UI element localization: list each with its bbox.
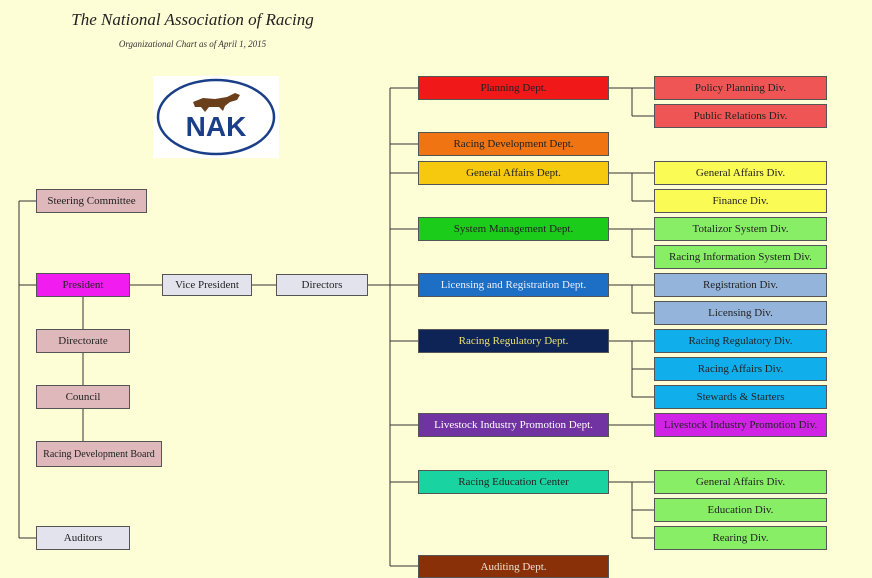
directorate-box: Directorate bbox=[36, 329, 130, 353]
racing-affairs-div-box: Racing Affairs Div. bbox=[654, 357, 827, 381]
stewards-starters-box: Stewards & Starters bbox=[654, 385, 827, 409]
education-general-affairs-div-box: General Affairs Div. bbox=[654, 470, 827, 494]
racing-development-board-box: Racing Development Board bbox=[36, 441, 162, 467]
general-affairs-dept-box: General Affairs Dept. bbox=[418, 161, 609, 185]
racing-regulatory-div-box: Racing Regulatory Div. bbox=[654, 329, 827, 353]
steering-committee-box: Steering Committee bbox=[36, 189, 147, 213]
vice-president-box: Vice President bbox=[162, 274, 252, 296]
auditing-dept-box: Auditing Dept. bbox=[418, 555, 609, 578]
rearing-div-box: Rearing Div. bbox=[654, 526, 827, 550]
president-box: President bbox=[36, 273, 130, 297]
planning-dept-box: Planning Dept. bbox=[418, 76, 609, 100]
council-box: Council bbox=[36, 385, 130, 409]
registration-div-box: Registration Div. bbox=[654, 273, 827, 297]
totalizor-system-div-box: Totalizor System Div. bbox=[654, 217, 827, 241]
nar-logo: NAK bbox=[153, 76, 279, 158]
logo-text: NAK bbox=[186, 111, 247, 142]
general-affairs-div-box: General Affairs Div. bbox=[654, 161, 827, 185]
auditors-box: Auditors bbox=[36, 526, 130, 550]
education-div-box: Education Div. bbox=[654, 498, 827, 522]
licensing-registration-dept-box: Licensing and Registration Dept. bbox=[418, 273, 609, 297]
system-management-dept-box: System Management Dept. bbox=[418, 217, 609, 241]
finance-div-box: Finance Div. bbox=[654, 189, 827, 213]
racing-education-center-box: Racing Education Center bbox=[418, 470, 609, 494]
public-relations-div-box: Public Relations Div. bbox=[654, 104, 827, 128]
licensing-div-box: Licensing Div. bbox=[654, 301, 827, 325]
directors-box: Directors bbox=[276, 274, 368, 296]
racing-regulatory-dept-box: Racing Regulatory Dept. bbox=[418, 329, 609, 353]
nar-logo-graphic: NAK bbox=[156, 78, 276, 156]
livestock-promotion-div-box: Livestock Industry Promotion Div. bbox=[654, 413, 827, 437]
racing-development-dept-box: Racing Development Dept. bbox=[418, 132, 609, 156]
chart-title: The National Association of Racing bbox=[71, 10, 314, 29]
racing-information-system-div-box: Racing Information System Div. bbox=[654, 245, 827, 269]
chart-subtitle: Organizational Chart as of April 1, 2015 bbox=[118, 39, 267, 49]
livestock-promotion-dept-box: Livestock Industry Promotion Dept. bbox=[418, 413, 609, 437]
policy-planning-div-box: Policy Planning Div. bbox=[654, 76, 827, 100]
horse-icon bbox=[193, 93, 240, 112]
